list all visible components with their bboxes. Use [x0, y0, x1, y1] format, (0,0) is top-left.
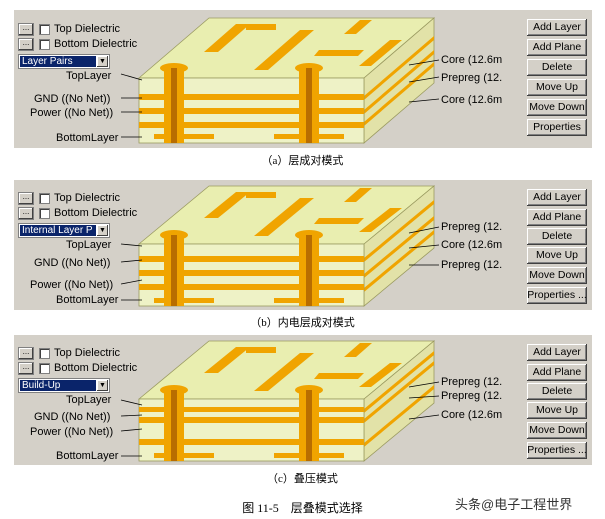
dielectric-label-3: Core (12.6m [441, 409, 503, 421]
layer-label-bottom: BottomLayer [56, 450, 119, 462]
layer-label-bottom: BottomLayer [56, 132, 119, 144]
watermark-text: 头条@电子工程世界 [455, 497, 573, 512]
properties-button[interactable]: Properties ... [527, 442, 587, 459]
stackup-diagram [120, 17, 440, 144]
layer-label-gnd: GND ((No Net)) [34, 93, 111, 105]
ellipsis-button[interactable]: ... [18, 37, 34, 51]
top-dielectric-checkbox[interactable] [39, 192, 50, 204]
move-down-button[interactable]: Move Down [527, 99, 587, 116]
add-plane-button[interactable]: Add Plane [527, 364, 587, 381]
dielectric-label-2: Prepreg (12. [441, 72, 503, 84]
add-layer-button[interactable]: Add Layer [527, 189, 587, 206]
move-up-button[interactable]: Move Up [527, 79, 587, 96]
top-dielectric-row[interactable]: ... Top Dielectric [18, 22, 120, 36]
layer-label-top: TopLayer [66, 239, 112, 251]
move-up-button[interactable]: Move Up [527, 402, 587, 419]
stack-mode-value: Internal Layer P [20, 225, 96, 236]
bottom-dielectric-row[interactable]: ... Bottom Dielectric [18, 361, 137, 375]
bottom-dielectric-checkbox[interactable] [39, 207, 50, 219]
delete-button[interactable]: Delete [527, 59, 587, 76]
caption-b: （b）内电层成对模式 [250, 317, 355, 329]
dielectric-label-3: Core (12.6m [441, 94, 503, 106]
bottom-dielectric-row[interactable]: ... Bottom Dielectric [18, 206, 137, 220]
caption-c: （c）叠压模式 [267, 473, 338, 485]
bottom-dielectric-label: Bottom Dielectric [54, 362, 138, 374]
move-up-button[interactable]: Move Up [527, 247, 587, 264]
layer-label-power: Power ((No Net)) [30, 107, 114, 119]
top-dielectric-checkbox[interactable] [39, 23, 50, 35]
stack-mode-value: Layer Pairs [20, 56, 96, 67]
ellipsis-button[interactable]: ... [18, 361, 34, 375]
caption-a: （a）层成对模式 [261, 155, 344, 167]
dielectric-label-1: Prepreg (12. [441, 221, 503, 233]
stack-mode-select[interactable]: Internal Layer P ▼ [18, 223, 110, 238]
move-down-button[interactable]: Move Down [527, 422, 587, 439]
stackup-panel-a: ... Top Dielectric ... Bottom Dielectric… [14, 10, 592, 148]
ellipsis-button[interactable]: ... [18, 346, 34, 360]
layer-label-top: TopLayer [66, 70, 112, 82]
chevron-down-icon[interactable]: ▼ [97, 380, 108, 391]
add-layer-button[interactable]: Add Layer [527, 344, 587, 361]
chevron-down-icon[interactable]: ▼ [97, 56, 108, 67]
layer-label-power: Power ((No Net)) [30, 279, 114, 291]
layer-label-power: Power ((No Net)) [30, 426, 114, 438]
delete-button[interactable]: Delete [527, 383, 587, 400]
stack-mode-select[interactable]: Layer Pairs ▼ [18, 54, 110, 69]
dielectric-label-2: Core (12.6m [441, 239, 503, 251]
add-layer-button[interactable]: Add Layer [527, 19, 587, 36]
bottom-dielectric-label: Bottom Dielectric [54, 38, 138, 50]
dielectric-label-1: Core (12.6m [441, 54, 503, 66]
top-dielectric-row[interactable]: ... Top Dielectric [18, 191, 120, 205]
stackup-diagram [120, 340, 440, 462]
stack-mode-value: Build-Up [20, 380, 96, 391]
ellipsis-button[interactable]: ... [18, 206, 34, 220]
ellipsis-button[interactable]: ... [18, 191, 34, 205]
add-plane-button[interactable]: Add Plane [527, 39, 587, 56]
layer-label-gnd: GND ((No Net)) [34, 411, 111, 423]
properties-button[interactable]: Properties [527, 119, 587, 136]
top-dielectric-label: Top Dielectric [54, 192, 121, 204]
layer-label-bottom: BottomLayer [56, 294, 119, 306]
layer-label-top: TopLayer [66, 394, 112, 406]
stack-mode-select[interactable]: Build-Up ▼ [18, 378, 110, 393]
top-dielectric-row[interactable]: ... Top Dielectric [18, 346, 120, 360]
stackup-panel-b: ... Top Dielectric ... Bottom Dielectric… [14, 180, 592, 310]
delete-button[interactable]: Delete [527, 228, 587, 245]
dielectric-label-1: Prepreg (12. [441, 376, 503, 388]
top-dielectric-label: Top Dielectric [54, 347, 121, 359]
bottom-dielectric-checkbox[interactable] [39, 362, 50, 374]
bottom-dielectric-label: Bottom Dielectric [54, 207, 138, 219]
stackup-panel-c: ... Top Dielectric ... Bottom Dielectric… [14, 335, 592, 465]
properties-button[interactable]: Properties ... [527, 287, 587, 304]
top-dielectric-checkbox[interactable] [39, 347, 50, 359]
layer-label-gnd: GND ((No Net)) [34, 257, 111, 269]
ellipsis-button[interactable]: ... [18, 22, 34, 36]
move-down-button[interactable]: Move Down [527, 267, 587, 284]
add-plane-button[interactable]: Add Plane [527, 209, 587, 226]
stackup-diagram [120, 185, 440, 307]
bottom-dielectric-checkbox[interactable] [39, 38, 50, 50]
bottom-dielectric-row[interactable]: ... Bottom Dielectric [18, 37, 137, 51]
dielectric-label-2: Prepreg (12. [441, 390, 503, 402]
dielectric-label-3: Prepreg (12. [441, 259, 503, 271]
top-dielectric-label: Top Dielectric [54, 23, 121, 35]
chevron-down-icon[interactable]: ▼ [97, 225, 108, 236]
figure-title: 图 11-5 层叠模式选择 [242, 501, 363, 515]
